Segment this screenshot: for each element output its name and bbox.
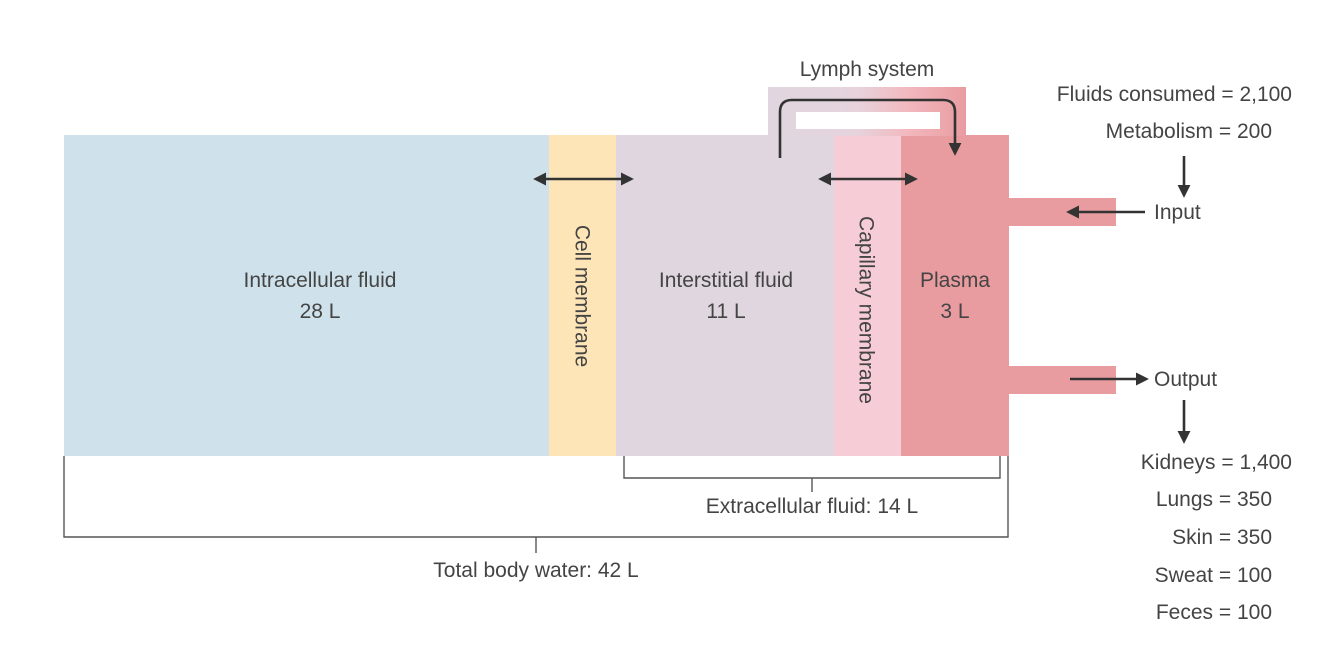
input-source-fluids-consumed: Fluids consumed = 2,100 xyxy=(1057,83,1292,106)
interstitial-fluid-compartment xyxy=(616,135,834,456)
intracellular-fluid-volume: 28 L xyxy=(300,300,341,323)
lymph-flow-arrow-icon xyxy=(778,98,962,158)
extracellular-fluid-label: Extracellular fluid: 14 L xyxy=(706,495,918,518)
interstitial-fluid-volume: 11 L xyxy=(706,300,745,323)
input-label: Input xyxy=(1154,201,1201,224)
output-route-skin: Skin = 350 xyxy=(1172,526,1272,549)
intracellular-fluid-label: Intracellular fluid xyxy=(244,269,397,292)
output-route-lungs: Lungs = 350 xyxy=(1156,488,1272,511)
plasma-compartment xyxy=(901,135,1009,456)
intracellular-fluid-compartment xyxy=(64,135,549,456)
capillary-membrane-band xyxy=(834,135,901,456)
cell-membrane-label: Cell membrane xyxy=(571,225,594,367)
total-body-water-label: Total body water: 42 L xyxy=(433,559,638,582)
total-body-water-bracket xyxy=(63,456,1009,553)
extracellular-fluid-bracket xyxy=(623,456,1001,492)
output-label: Output xyxy=(1154,368,1217,391)
interstitial-fluid-label: Interstitial fluid xyxy=(659,269,793,292)
plasma-label: Plasma xyxy=(920,269,990,292)
output-route-sweat: Sweat = 100 xyxy=(1155,564,1272,587)
input-source-metabolism: Metabolism = 200 xyxy=(1106,120,1272,143)
lymph-system-label: Lymph system xyxy=(800,58,935,81)
output-route-kidneys: Kidneys = 1,400 xyxy=(1141,451,1292,474)
cell-membrane-band xyxy=(549,135,616,456)
plasma-volume: 3 L xyxy=(940,300,969,323)
lymph-system-channel xyxy=(768,87,966,136)
capillary-membrane-label: Capillary membrane xyxy=(855,216,878,404)
output-route-feces: Feces = 100 xyxy=(1156,601,1272,624)
